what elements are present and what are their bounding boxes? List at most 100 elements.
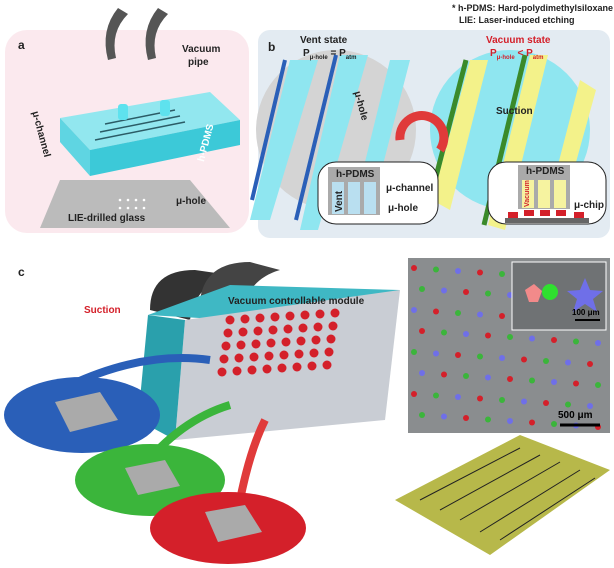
- sem-chip: [463, 289, 469, 295]
- inset-right-hpdms: h-PDMS: [526, 166, 565, 177]
- module-chip: [236, 340, 246, 350]
- note-lie: LIE: Laser-induced etching: [459, 15, 575, 25]
- vent-equation: Pμ-hole = Patm: [303, 48, 357, 61]
- sem-chip: [411, 349, 417, 355]
- inset-left-channel: [332, 182, 344, 214]
- module-chip: [309, 348, 319, 358]
- circuit-traces: [419, 447, 596, 541]
- sem-chip: [573, 338, 579, 345]
- sem-chip: [433, 350, 439, 357]
- green-pickup-region: [125, 460, 180, 495]
- sem-chip: [529, 419, 535, 426]
- inset-left-channel: [364, 182, 376, 214]
- vacuum-equation: Pμ-hole < Patm: [490, 48, 544, 61]
- sem-chip: [455, 352, 461, 358]
- sem-chip: [499, 313, 505, 319]
- scale-label-small: 100 μm: [572, 308, 600, 317]
- module-chip: [238, 327, 248, 337]
- star-chip: [567, 278, 603, 312]
- module-chip: [300, 310, 310, 320]
- sem-chip: [419, 328, 425, 334]
- inset-right-channel: [554, 180, 566, 208]
- sem-chip: [455, 268, 461, 274]
- sem-chip: [477, 311, 483, 318]
- sem-chip: [521, 356, 527, 363]
- sem-chip: [507, 376, 513, 382]
- module-label: Vacuum controllable module: [228, 296, 365, 307]
- blue-pickup-region: [55, 392, 118, 432]
- module-chip: [247, 365, 257, 375]
- pipe-label: pipe: [188, 57, 209, 68]
- inset-right-channel: [522, 180, 534, 208]
- inset-left-vent: Vent: [334, 190, 345, 212]
- inset-left-channel-label: μ-channel: [386, 183, 434, 194]
- cycle-arrow-icon: [395, 111, 449, 153]
- module-chip: [285, 311, 295, 321]
- module-chip: [326, 334, 336, 344]
- sem-chip: [411, 307, 417, 313]
- inset-left-hpdms: h-PDMS: [336, 169, 375, 180]
- sem-chip: [477, 353, 483, 360]
- sem-chip: [455, 310, 461, 316]
- sem-chip: [419, 286, 425, 292]
- module-chip: [281, 337, 291, 347]
- module-chip: [294, 349, 304, 359]
- module-chip: [251, 339, 261, 349]
- module-chip: [232, 366, 242, 376]
- sem-chip: [595, 382, 601, 388]
- sem-chip: [477, 269, 483, 276]
- glass-substrate: [40, 180, 230, 228]
- vacuum-state-title: Vacuum state: [486, 35, 551, 46]
- module-chip: [313, 322, 323, 332]
- module-chip: [324, 347, 334, 357]
- sem-chip: [441, 413, 447, 420]
- inset-left-channel: [348, 182, 360, 214]
- module-chip: [253, 326, 263, 336]
- vent-state-title: Vent state: [300, 35, 348, 46]
- module-chip: [266, 338, 276, 348]
- inset-right-channel: [538, 180, 550, 208]
- module-chip: [255, 313, 265, 323]
- module-chip: [298, 323, 308, 333]
- sem-chip: [463, 415, 469, 421]
- module-chip: [249, 352, 259, 362]
- module-chip: [292, 362, 302, 372]
- panel-c-label: c: [18, 265, 25, 279]
- module-chip: [270, 312, 280, 322]
- sem-chip: [433, 392, 439, 399]
- sem-chip: [565, 401, 571, 408]
- module-chip: [217, 367, 227, 377]
- module-chip: [279, 350, 289, 360]
- sem-chip: [411, 391, 417, 397]
- sem-chip: [499, 397, 505, 403]
- module-chip: [277, 363, 287, 373]
- sem-chip: [551, 337, 557, 343]
- module-face: [175, 290, 400, 440]
- sem-chip: [543, 358, 549, 364]
- sem-chip: [485, 374, 491, 381]
- module-chip: [328, 321, 338, 331]
- scale-label-large: 500 μm: [558, 410, 593, 421]
- inset-left-hole-label: μ-hole: [388, 203, 419, 214]
- module-chip: [311, 335, 321, 345]
- sem-chip: [499, 271, 505, 277]
- sem-chip: [433, 266, 439, 273]
- inset-right-substrate: [505, 218, 589, 223]
- pipe-connector: [160, 100, 170, 116]
- sem-chip: [587, 403, 593, 409]
- sem-chip: [419, 370, 425, 376]
- module-chip: [221, 341, 231, 351]
- sem-chip: [507, 334, 513, 340]
- module-chip: [223, 328, 233, 338]
- module-chip: [240, 314, 250, 324]
- sem-chip: [529, 377, 535, 384]
- sem-chip: [433, 308, 439, 315]
- micro-chips: [508, 210, 584, 218]
- sem-chip: [507, 418, 513, 424]
- glass-holes: [118, 198, 146, 210]
- h-pdms-block-top: [60, 92, 240, 150]
- sem-chip: [455, 394, 461, 400]
- inset-right-chip-label: μ-chip: [574, 200, 605, 211]
- module-chip: [262, 364, 272, 374]
